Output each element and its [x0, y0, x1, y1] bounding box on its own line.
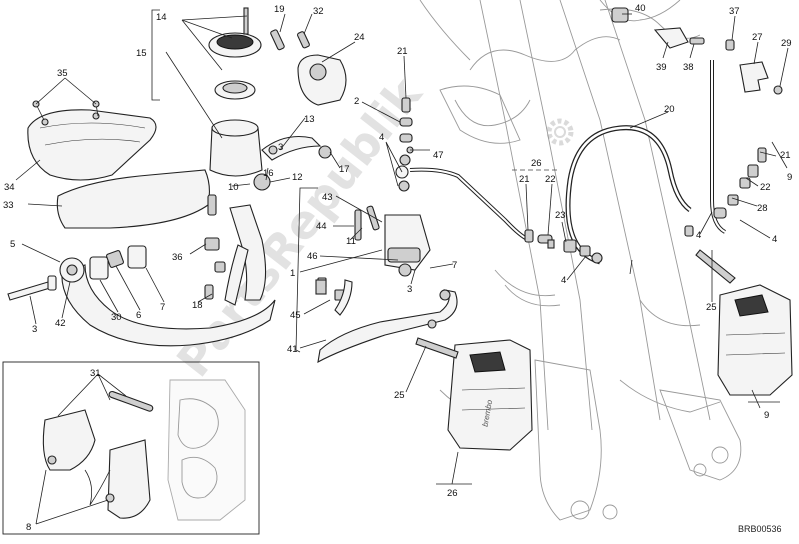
callout-18: 18 [192, 300, 203, 311]
callout-21-mid: 21 [519, 174, 530, 185]
brake-hose-long [565, 125, 692, 265]
banjo-fittings-mid [524, 229, 603, 264]
callout-25-right: 25 [706, 302, 717, 313]
callout-22-right: 22 [760, 182, 771, 193]
callout-17: 17 [339, 164, 350, 175]
callout-21-top: 21 [397, 46, 408, 57]
callout-40: 40 [635, 3, 646, 14]
callout-4-mid: 4 [561, 275, 566, 286]
lever-guard [7, 245, 276, 347]
callout-26-bottom: 26 [447, 488, 458, 499]
callout-31: 31 [90, 368, 101, 379]
callout-37: 37 [729, 6, 740, 17]
callout-25-left: 25 [394, 390, 405, 401]
lever-guard-bracket [204, 194, 267, 306]
callout-27: 27 [752, 32, 763, 43]
callout-16: 16 [263, 168, 274, 179]
callout-9-top: 9 [787, 172, 792, 183]
callout-26-top: 26 [531, 158, 542, 169]
callout-5: 5 [10, 239, 15, 250]
callout-41: 41 [287, 344, 298, 355]
callout-32: 32 [313, 6, 324, 17]
callout-39: 39 [656, 62, 667, 73]
callout-7-right: 7 [452, 260, 457, 271]
callout-47: 47 [433, 150, 444, 161]
callout-34: 34 [4, 182, 15, 193]
callout-6: 6 [136, 310, 141, 321]
callout-7-left: 7 [160, 302, 165, 313]
callout-21-right: 21 [780, 150, 791, 161]
handguard-fairing [27, 109, 157, 181]
master-cylinder-body [270, 29, 347, 106]
brake-fluid-reservoir [208, 7, 263, 177]
callout-44: 44 [316, 221, 327, 232]
callout-35: 35 [57, 68, 68, 79]
callout-43: 43 [322, 192, 333, 203]
callout-4-right-b: 4 [772, 234, 777, 245]
callout-1: 1 [290, 268, 295, 279]
banjo-fittings-right [684, 147, 767, 237]
callout-9-bottom: 9 [764, 410, 769, 421]
brake-hose-front [409, 167, 531, 242]
callout-3-lower: 3 [32, 324, 37, 335]
inset-brake-pads [2, 361, 260, 535]
callout-12: 12 [292, 172, 303, 183]
callout-38: 38 [683, 62, 694, 73]
callout-46: 46 [307, 251, 318, 262]
brake-pump-assembly [317, 205, 431, 301]
callout-33: 33 [3, 200, 14, 211]
group-bracket-15 [151, 9, 160, 101]
callout-3-upper: 3 [278, 142, 283, 153]
callout-10: 10 [228, 182, 239, 193]
callout-45: 45 [290, 310, 301, 321]
brake-caliper-right [695, 249, 793, 396]
top-right-hardware [611, 7, 783, 95]
callout-22-mid: 22 [545, 174, 556, 185]
callout-3-mid: 3 [407, 284, 412, 295]
callout-4-upper: 4 [379, 132, 384, 143]
callout-19: 19 [274, 4, 285, 15]
watermark-gear-icon [546, 118, 574, 146]
callout-11: 11 [346, 236, 356, 247]
callout-8: 8 [26, 522, 31, 533]
callout-13: 13 [304, 114, 315, 125]
callout-4-right-a: 4 [696, 230, 701, 241]
callout-14: 14 [156, 12, 167, 23]
callout-42: 42 [55, 318, 66, 329]
callout-29: 29 [781, 38, 792, 49]
brake-lever [317, 289, 458, 364]
callout-2: 2 [354, 96, 359, 107]
brake-light-switch [315, 279, 353, 316]
brake-hose-right [710, 60, 727, 234]
callout-20: 20 [664, 104, 675, 115]
callout-36: 36 [172, 252, 183, 263]
callout-30: 30 [111, 312, 122, 323]
reservoir-hose [253, 135, 332, 191]
callout-23: 23 [555, 210, 566, 221]
brake-caliper-left: brembo [415, 337, 533, 451]
callout-28: 28 [757, 203, 768, 214]
callout-labels: 14 15 19 32 24 40 37 27 29 39 38 35 21 2… [3, 3, 792, 533]
leader-lines [15, 13, 789, 525]
group-bracket-3 [295, 187, 318, 353]
callout-15: 15 [136, 48, 147, 59]
underline-marks [436, 401, 780, 485]
reference-code: BRB00536 [738, 524, 782, 534]
callout-24: 24 [354, 32, 365, 43]
fork-assembly-outline [419, 0, 742, 521]
